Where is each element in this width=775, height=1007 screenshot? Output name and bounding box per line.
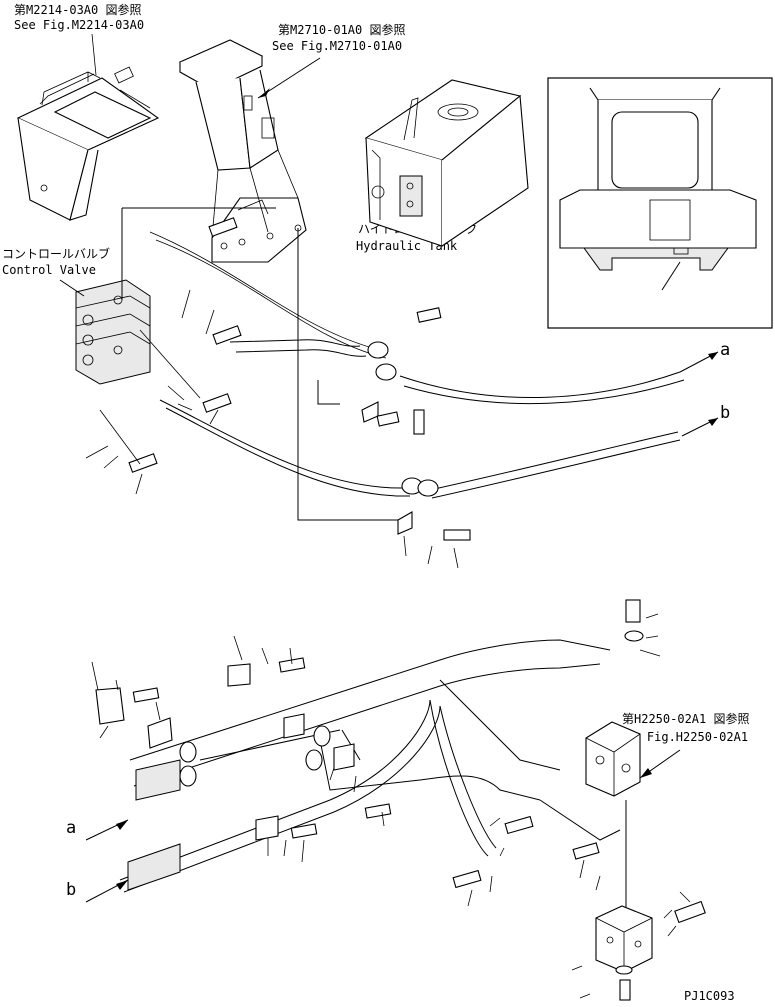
marker-lower-a: a	[66, 818, 76, 838]
lower-hose-assembly	[85, 599, 706, 1001]
marker-lower-b: b	[66, 880, 76, 900]
figure-code: PJ1C093	[684, 989, 735, 1003]
machine-overview-inset	[547, 77, 773, 329]
steering-column-stand-drawing	[178, 39, 321, 263]
upper-hose-assembly	[99, 207, 719, 541]
hydraulic-tank-drawing	[364, 79, 529, 247]
control-valve-drawing	[59, 279, 151, 385]
ref-right-jp: 第H2250-02A1 図参照	[622, 711, 749, 726]
control-valve-label-en: Control Valve	[2, 263, 96, 277]
ref-right-en: See Fig.H2250-02A1	[618, 730, 748, 744]
marker-upper-b: b	[720, 403, 730, 423]
control-valve-label-jp: コントロールバルブ	[2, 246, 110, 261]
floor-cover-drawing	[16, 33, 160, 221]
ref-top-left-jp: 第M2214-03A0 図参照	[14, 2, 141, 17]
leader-lines	[85, 289, 691, 999]
marker-upper-a: a	[720, 340, 730, 360]
ref-top-center-jp: 第M2710-01A0 図参照	[278, 22, 405, 37]
ref-top-center-en: See Fig.M2710-01A0	[272, 39, 402, 53]
ref-top-left-en: See Fig.M2214-03A0	[14, 18, 144, 32]
